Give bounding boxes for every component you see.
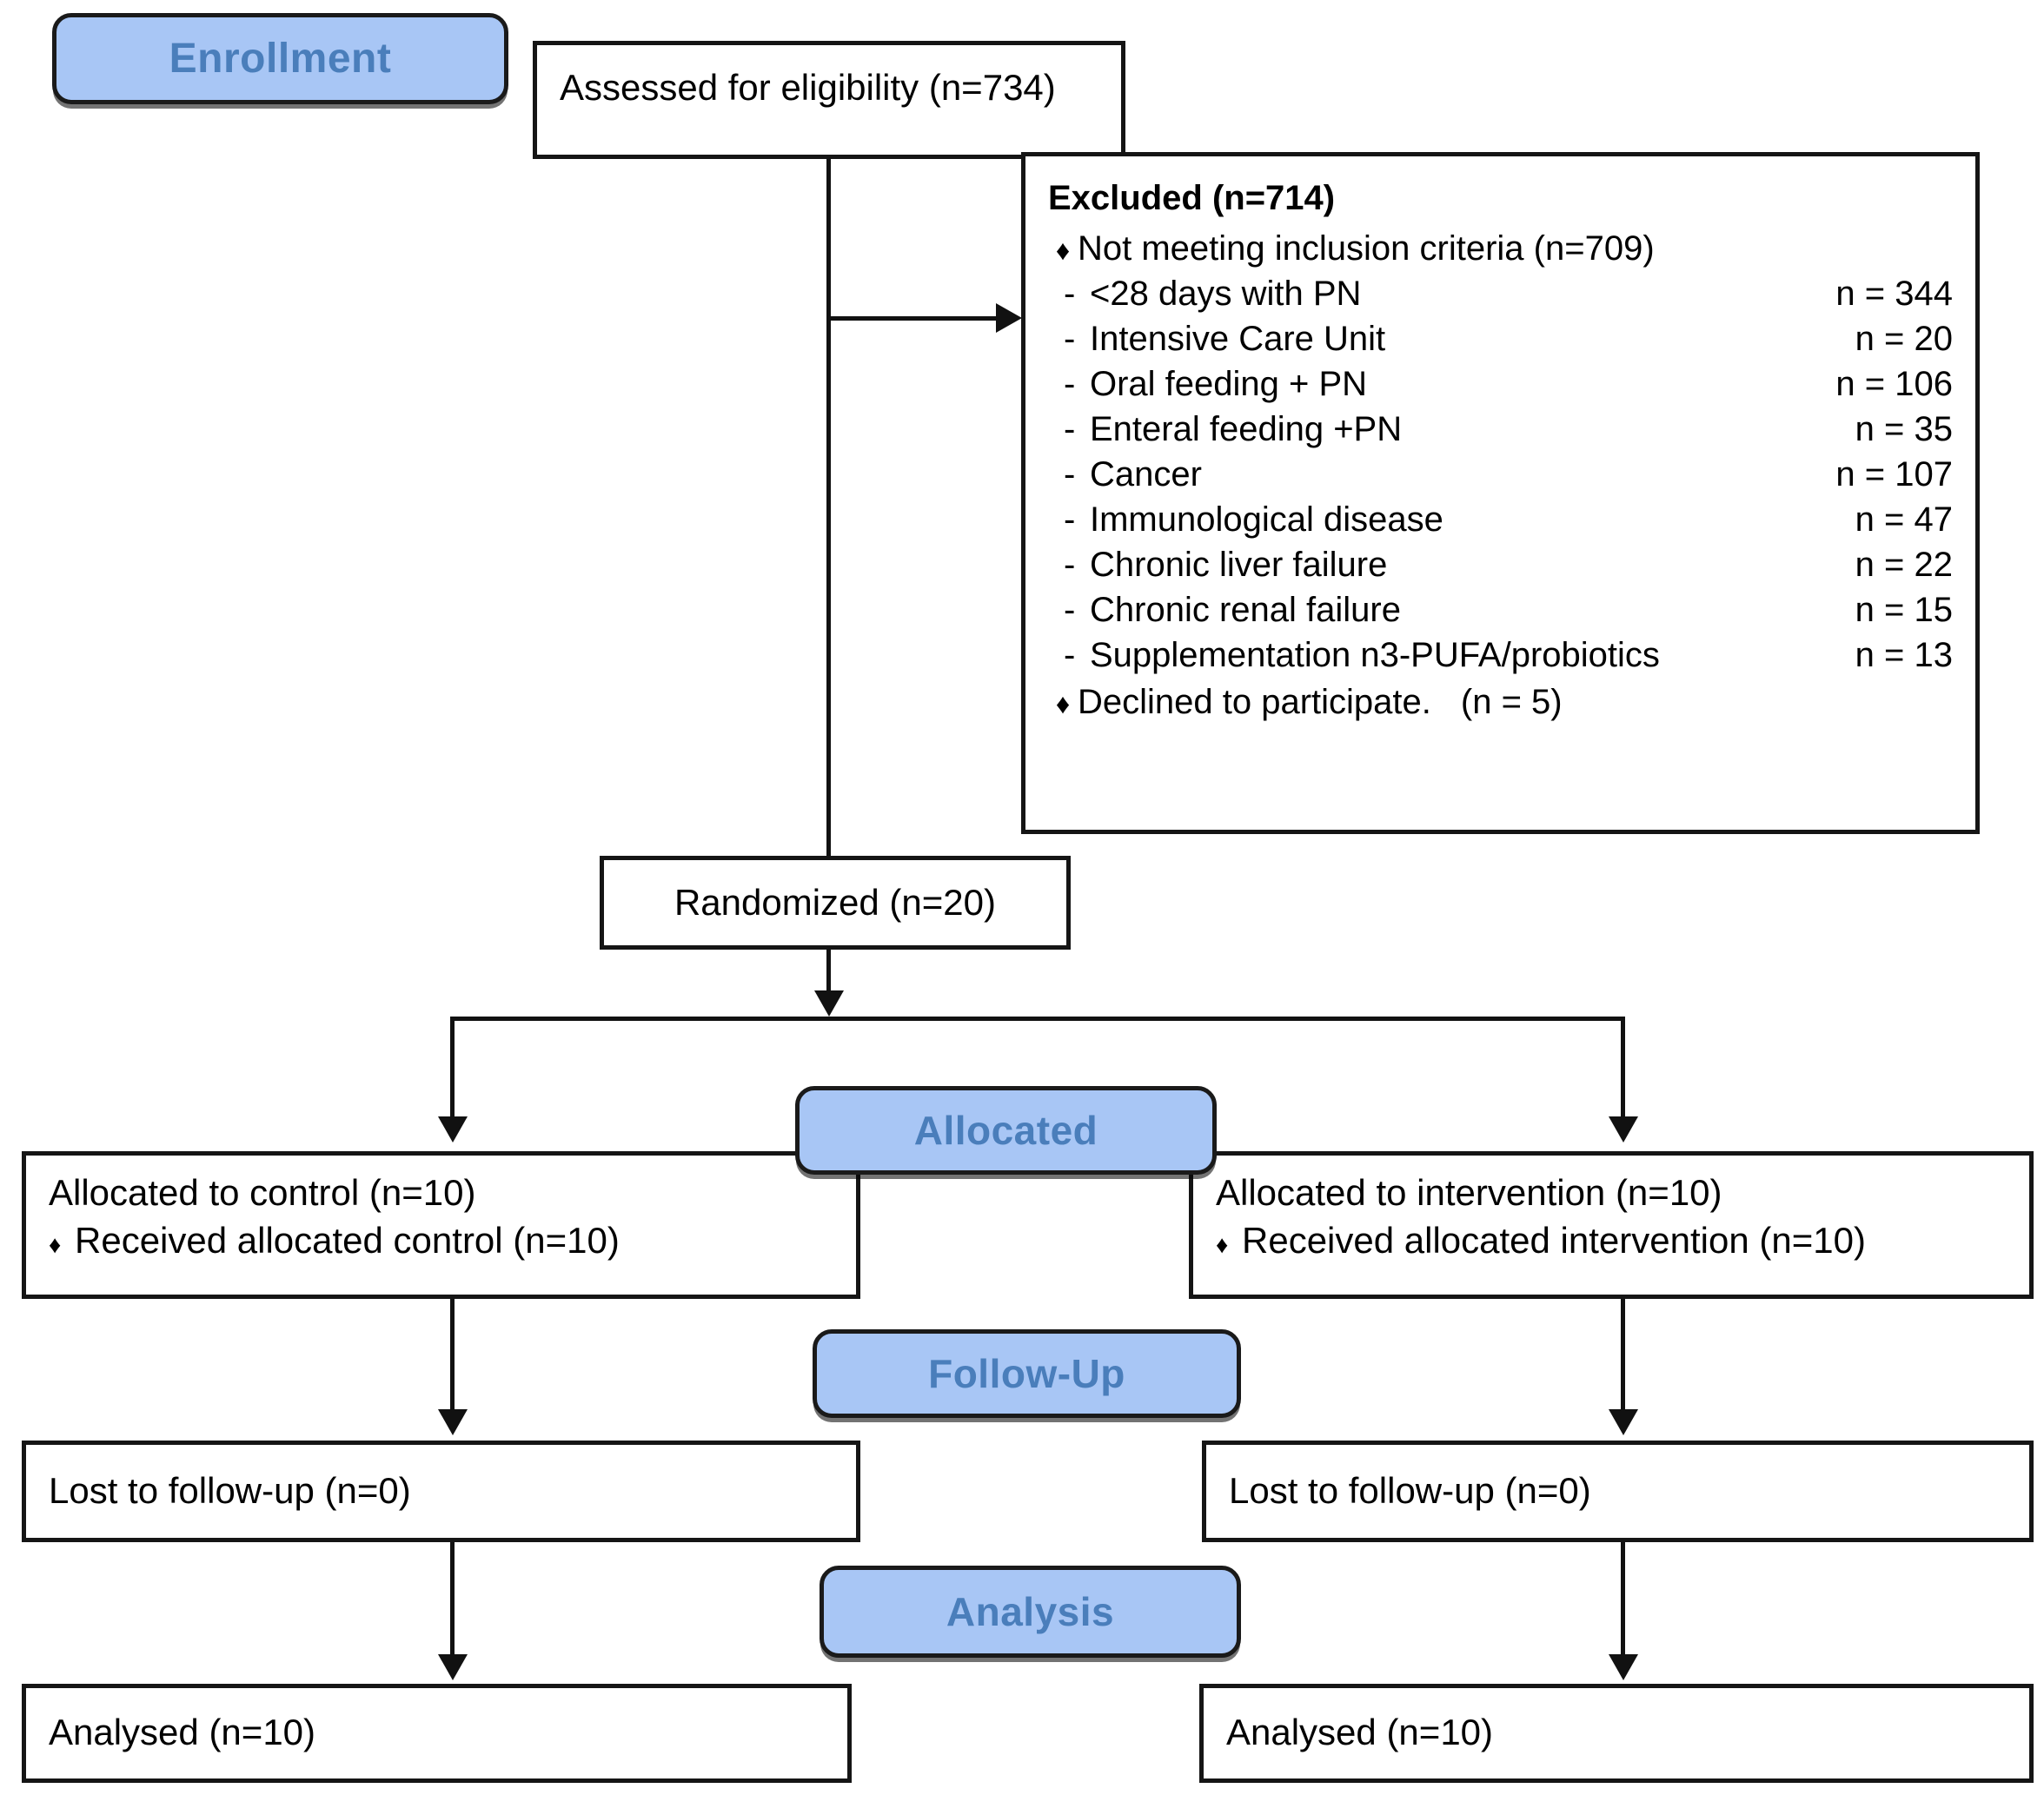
phase-label-analysis: Analysis xyxy=(946,1589,1115,1634)
phase-label-enrollment: Enrollment xyxy=(169,36,392,82)
excluded-reason-row: - Immunological disease n = 47 xyxy=(1064,497,1953,542)
excluded-reason-count: n = 22 xyxy=(1855,546,1953,584)
excluded-not-meeting-label: Not meeting inclusion criteria (n=709) xyxy=(1078,229,1655,268)
excluded-reason-label: Immunological disease xyxy=(1090,500,1443,539)
excluded-reason-row: - Oral feeding + PN n = 106 xyxy=(1064,361,1953,407)
allocation-box-control: Allocated to control (n=10) ♦ Received a… xyxy=(22,1151,860,1299)
lost-to-follow-up-intervention-text: Lost to follow-up (n=0) xyxy=(1229,1470,1591,1511)
diamond-bullet-icon: ♦ xyxy=(1055,688,1071,719)
dash-glyph-icon: - xyxy=(1064,455,1076,493)
excluded-title: Excluded (n=714) xyxy=(1048,179,1336,217)
excluded-declined-label: Declined to participate. xyxy=(1078,683,1431,721)
analysed-intervention-text: Analysed (n=10) xyxy=(1226,1712,1494,1752)
allocation-control-received: ♦ Received allocated control (n=10) xyxy=(49,1217,833,1265)
assessed-for-eligibility-box: Assessed for eligibility (n=734) xyxy=(533,41,1125,159)
assessed-for-eligibility-text: Assessed for eligibility (n=734) xyxy=(560,67,1056,108)
dash-glyph-icon: - xyxy=(1064,410,1076,448)
allocation-intervention-received-label: Received allocated intervention (n=10) xyxy=(1242,1219,1866,1261)
excluded-reason-row: - Intensive Care Unit n = 20 xyxy=(1064,316,1953,361)
arrowhead-randomized-to-split xyxy=(814,990,844,1017)
excluded-row-not-meeting: ♦ Not meeting inclusion criteria (n=709) xyxy=(1048,226,1953,271)
phase-pill-analysis: Analysis xyxy=(820,1566,1241,1658)
dash-glyph-icon: - xyxy=(1064,320,1076,358)
excluded-reason-count: n = 15 xyxy=(1855,591,1953,629)
dash-glyph-icon: - xyxy=(1064,546,1076,584)
excluded-reason-label: Supplementation n3-PUFA/probiotics xyxy=(1090,636,1660,674)
arrowhead-intervention-lost-to-analysed xyxy=(1609,1654,1638,1680)
arrowhead-to-excluded xyxy=(996,303,1022,333)
connector-assessed-to-randomized xyxy=(826,159,831,856)
lost-to-follow-up-box-intervention: Lost to follow-up (n=0) xyxy=(1202,1441,2034,1542)
randomized-text: Randomized (n=20) xyxy=(674,882,997,923)
excluded-reason-list: ♦ Not meeting inclusion criteria (n=709)… xyxy=(1048,226,1953,725)
lost-to-follow-up-control-text: Lost to follow-up (n=0) xyxy=(49,1470,411,1511)
excluded-reason-label: <28 days with PN xyxy=(1090,275,1362,313)
connector-intervention-lost-to-analysed xyxy=(1621,1542,1625,1657)
arrowhead-control-lost-to-analysed xyxy=(438,1654,468,1680)
arrowhead-to-control-allocation xyxy=(438,1116,468,1143)
excluded-reason-label: Intensive Care Unit xyxy=(1090,320,1386,358)
excluded-reason-count: n = 47 xyxy=(1855,500,1953,539)
allocation-control-label: Allocated to control (n=10) xyxy=(49,1172,476,1213)
connector-assessed-to-excluded xyxy=(826,316,1000,321)
excluded-reason-count: n = 35 xyxy=(1855,410,1953,448)
phase-label-allocated: Allocated xyxy=(913,1108,1098,1153)
connector-split-to-control xyxy=(450,1017,455,1119)
excluded-reason-label: Enteral feeding +PN xyxy=(1090,410,1403,448)
arrowhead-to-intervention-allocation xyxy=(1609,1116,1638,1143)
connector-intervention-alloc-to-lost xyxy=(1621,1299,1625,1412)
arrowhead-intervention-alloc-to-lost xyxy=(1609,1409,1638,1435)
excluded-reason-count: n = 20 xyxy=(1855,320,1953,358)
allocation-box-intervention: Allocated to intervention (n=10) ♦ Recei… xyxy=(1189,1151,2034,1299)
excluded-reason-label: Chronic liver failure xyxy=(1090,546,1388,584)
diamond-bullet-icon: ♦ xyxy=(1216,1230,1229,1258)
connector-control-lost-to-analysed xyxy=(450,1542,455,1657)
allocation-split-bar xyxy=(450,1017,1625,1021)
dash-glyph-icon: - xyxy=(1064,365,1076,403)
excluded-row-declined: ♦ Declined to participate. (n = 5) xyxy=(1048,679,1953,725)
excluded-box: Excluded (n=714) ♦ Not meeting inclusion… xyxy=(1021,152,1980,834)
phase-pill-follow-up: Follow-Up xyxy=(813,1329,1241,1418)
connector-split-to-intervention xyxy=(1621,1017,1625,1119)
excluded-reason-label: Cancer xyxy=(1090,455,1202,493)
excluded-reason-label: Chronic renal failure xyxy=(1090,591,1401,629)
excluded-reason-count: n = 13 xyxy=(1855,636,1953,674)
dash-glyph-icon: - xyxy=(1064,591,1076,629)
excluded-reason-count: n = 344 xyxy=(1835,275,1953,313)
dash-glyph-icon: - xyxy=(1064,500,1076,539)
excluded-reason-row: - Supplementation n3-PUFA/probiotics n =… xyxy=(1064,633,1953,678)
phase-pill-enrollment: Enrollment xyxy=(52,13,508,104)
excluded-reason-row: - Enteral feeding +PN n = 35 xyxy=(1064,407,1953,452)
analysed-control-text: Analysed (n=10) xyxy=(49,1712,316,1752)
excluded-reason-row: - Cancer n = 107 xyxy=(1064,452,1953,497)
allocation-intervention-label: Allocated to intervention (n=10) xyxy=(1216,1172,1722,1213)
excluded-reason-row: - Chronic renal failure n = 15 xyxy=(1064,587,1953,633)
analysed-box-intervention: Analysed (n=10) xyxy=(1199,1684,2034,1783)
connector-randomized-to-split xyxy=(826,950,831,993)
diamond-bullet-icon: ♦ xyxy=(1055,235,1071,266)
analysed-box-control: Analysed (n=10) xyxy=(22,1684,852,1783)
diamond-bullet-icon: ♦ xyxy=(49,1230,62,1258)
connector-control-alloc-to-lost xyxy=(450,1299,455,1412)
excluded-reason-count: n = 106 xyxy=(1835,365,1953,403)
excluded-reason-count: n = 107 xyxy=(1835,455,1953,493)
excluded-reason-row: - <28 days with PN n = 344 xyxy=(1064,271,1953,316)
excluded-declined-count: (n = 5) xyxy=(1460,683,1563,721)
randomized-box: Randomized (n=20) xyxy=(600,856,1071,950)
phase-label-follow-up: Follow-Up xyxy=(928,1351,1125,1396)
dash-glyph-icon: - xyxy=(1064,275,1076,313)
phase-pill-allocated: Allocated xyxy=(795,1086,1217,1175)
allocation-intervention-received: ♦ Received allocated intervention (n=10) xyxy=(1216,1217,2007,1265)
lost-to-follow-up-box-control: Lost to follow-up (n=0) xyxy=(22,1441,860,1542)
arrowhead-control-alloc-to-lost xyxy=(438,1409,468,1435)
dash-glyph-icon: - xyxy=(1064,636,1076,674)
excluded-reason-label: Oral feeding + PN xyxy=(1090,365,1368,403)
allocation-control-received-label: Received allocated control (n=10) xyxy=(75,1219,620,1261)
excluded-reason-row: - Chronic liver failure n = 22 xyxy=(1064,542,1953,587)
